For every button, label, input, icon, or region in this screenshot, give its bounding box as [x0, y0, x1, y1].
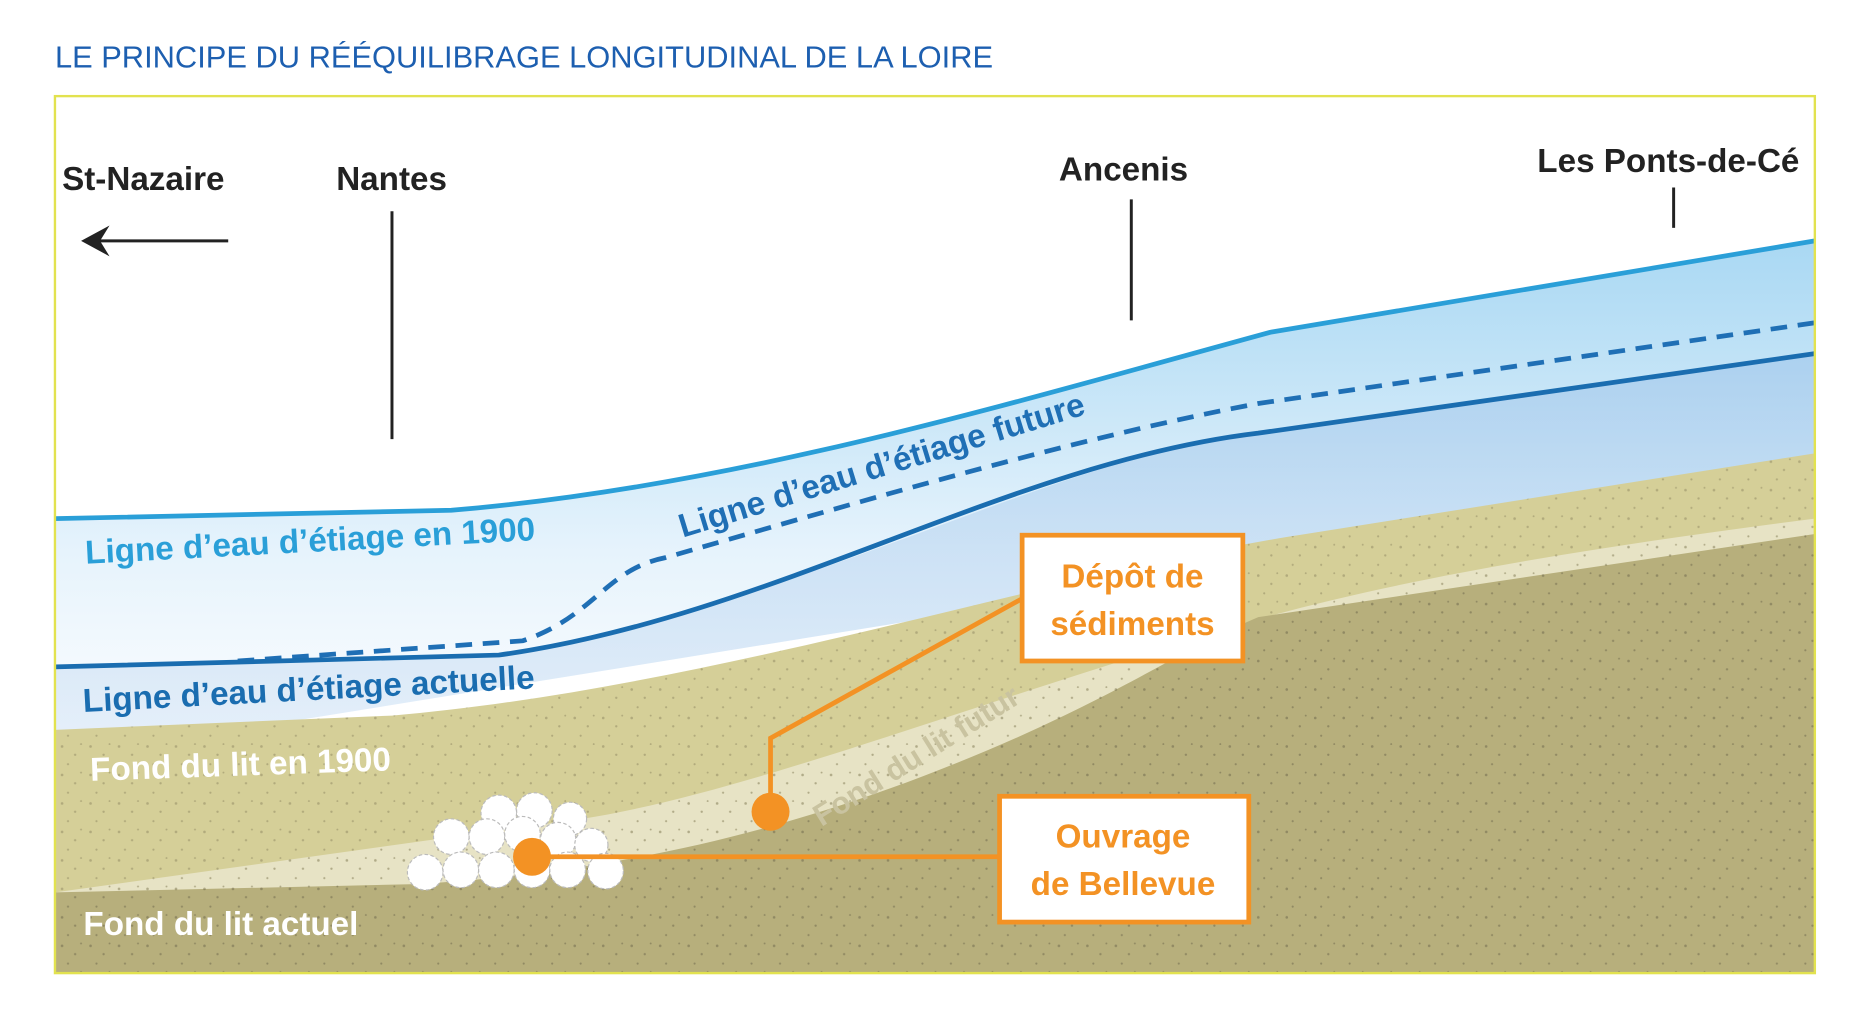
callout-deposit: Dépôt de sédiments: [751, 532, 1246, 831]
water-current-area: [54, 353, 1815, 760]
water-line-1900: [54, 238, 1815, 521]
water-line-future: [237, 320, 1815, 664]
place-ponts-de-ce: Les Ponts-de-Cé: [1537, 143, 1799, 180]
water-line-current: [54, 351, 1815, 670]
place-st-nazaire: St-Nazaire: [62, 161, 224, 198]
diagram-frame: [53, 94, 1817, 975]
arrow-left-icon: [81, 225, 229, 257]
callout-bellevue-text-1: Ouvrage: [1056, 818, 1191, 855]
callout-deposit-text-2: sédiments: [1050, 606, 1214, 643]
callout-bellevue: Ouvrage de Bellevue: [513, 793, 1252, 925]
place-ancenis: Ancenis: [1059, 151, 1188, 188]
label-bed-current: Fond du lit actuel: [83, 906, 358, 943]
callout-deposit-text-1: Dépôt de: [1061, 558, 1203, 595]
water-1900-area: [54, 240, 1815, 760]
diagram-title: LE PRINCIPE DU RÉÉQUILIBRAGE LONGITUDINA…: [55, 40, 993, 75]
place-nantes: Nantes: [336, 161, 447, 198]
callout-bellevue-text-2: de Bellevue: [1031, 866, 1216, 903]
